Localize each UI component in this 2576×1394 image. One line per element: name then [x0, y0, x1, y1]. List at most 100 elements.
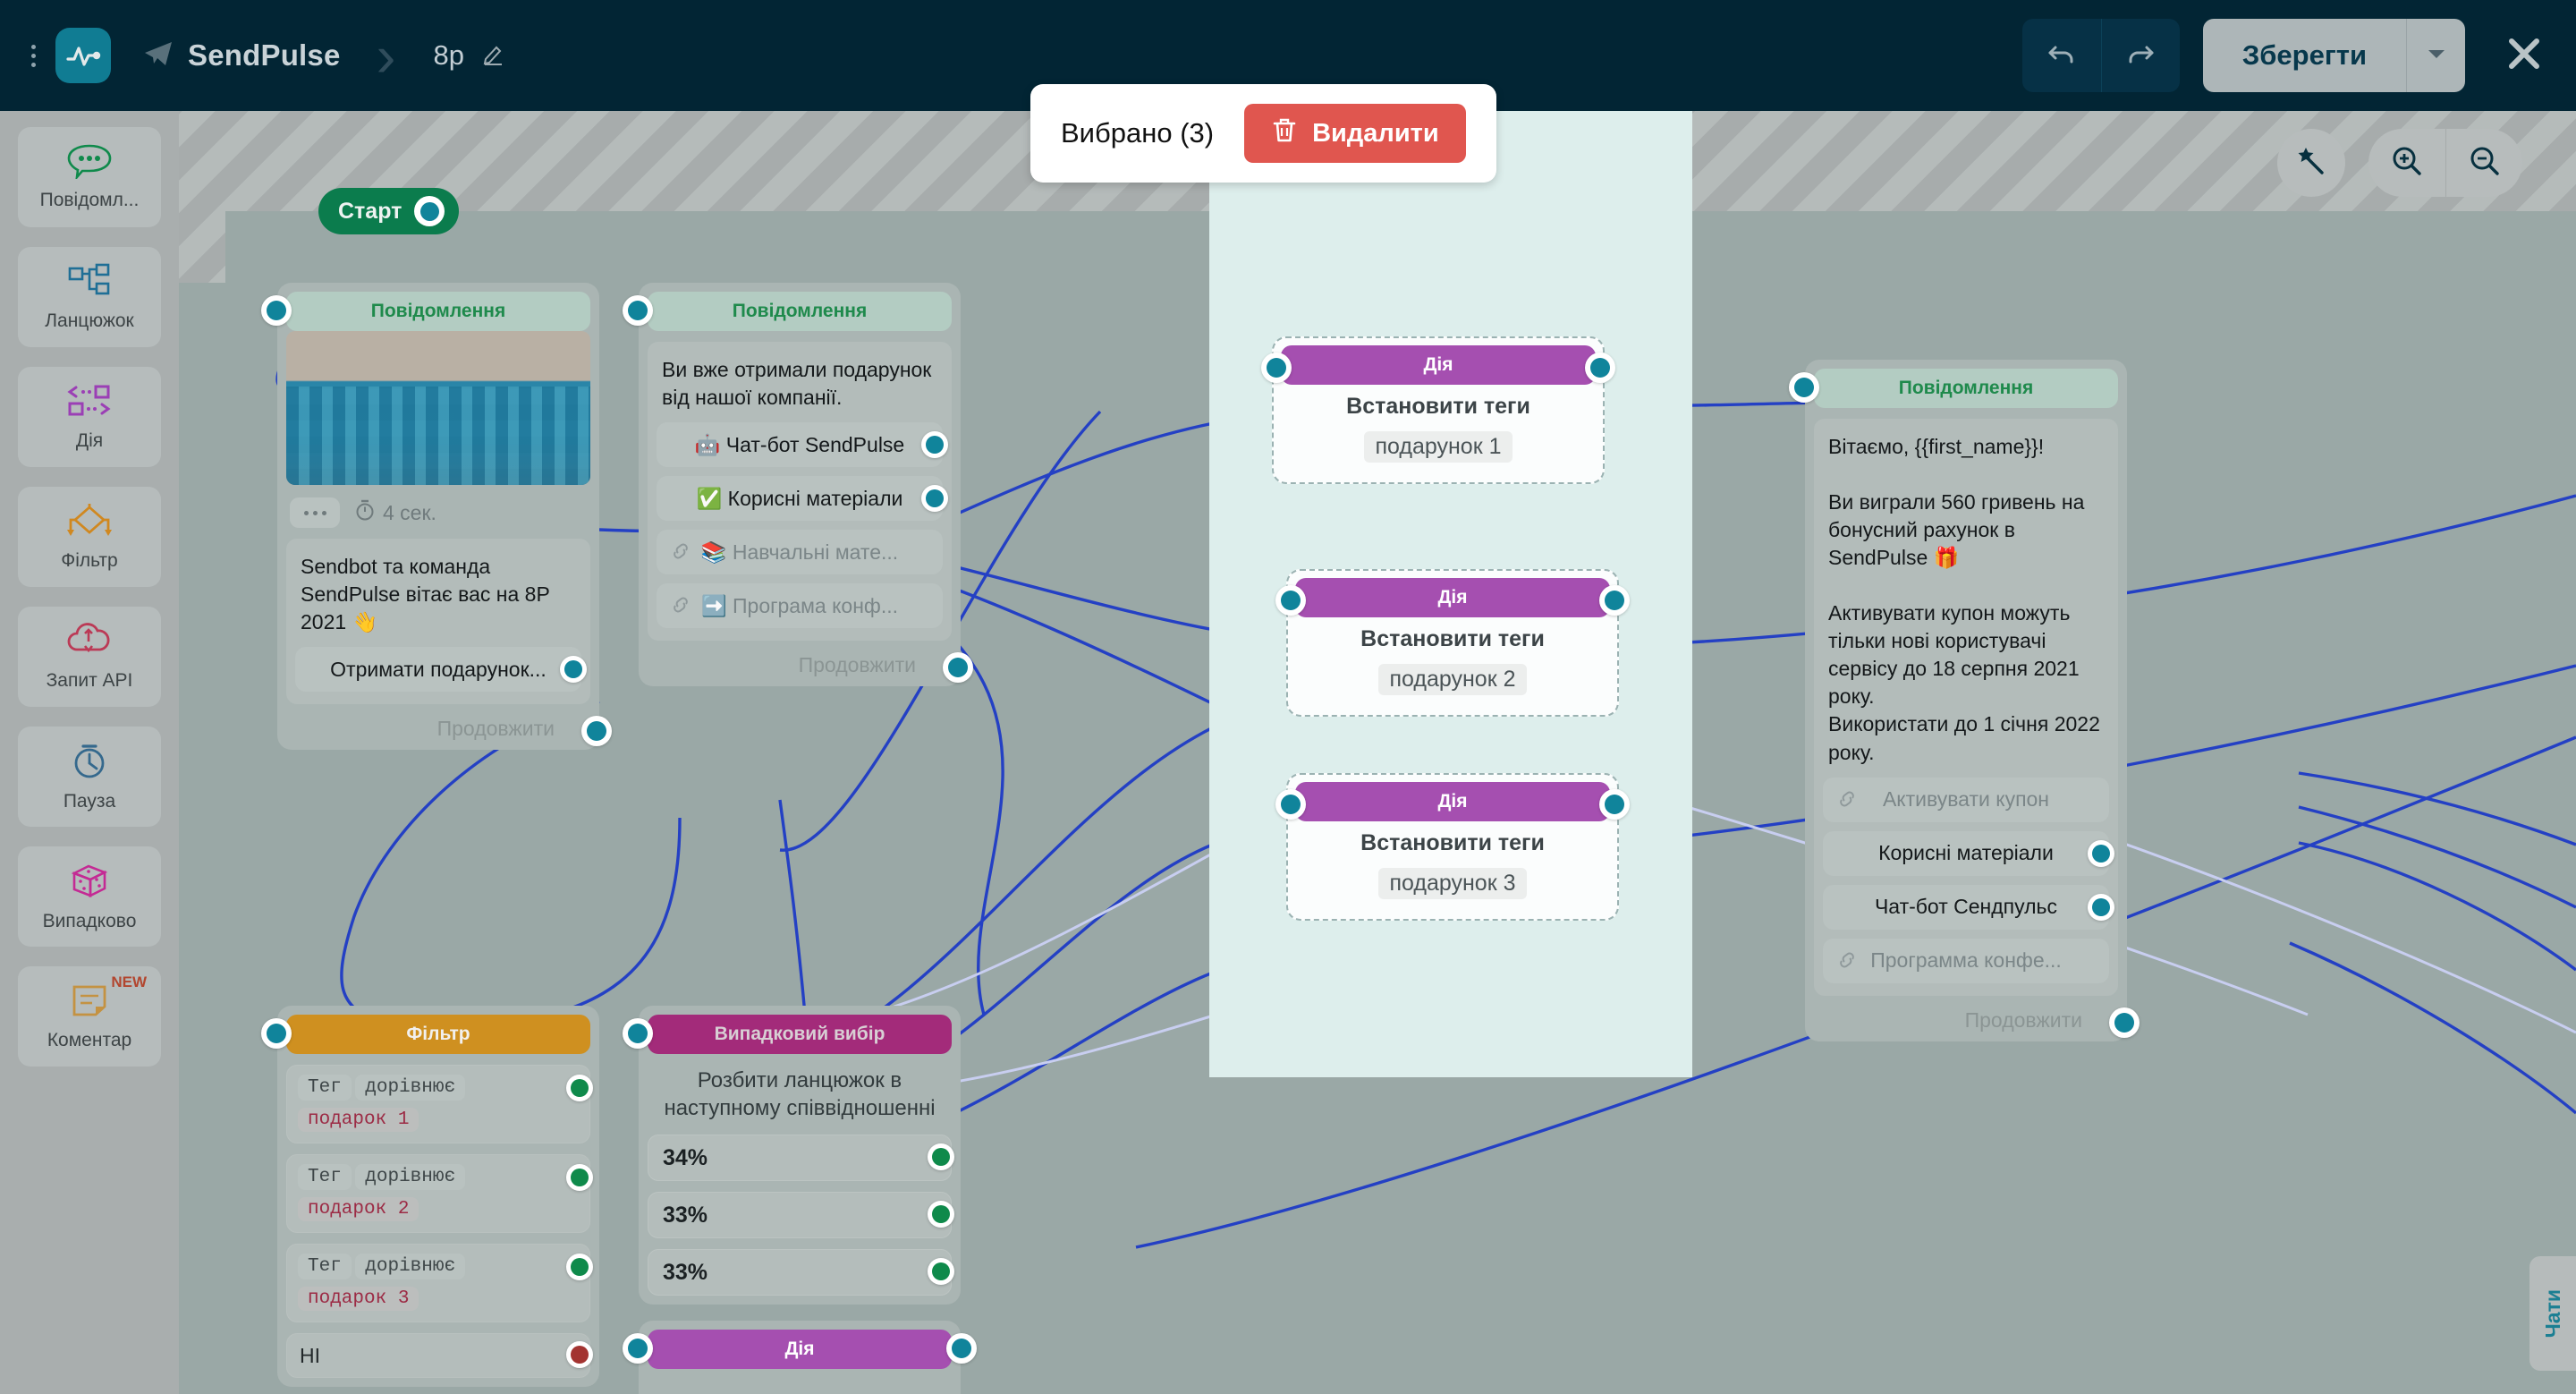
- sendpulse-team-photo: [286, 331, 590, 485]
- node-input-port[interactable]: [623, 295, 653, 326]
- button-output-port[interactable]: [921, 431, 948, 459]
- zoom-in-button[interactable]: [2368, 129, 2445, 197]
- brand-label: SendPulse: [188, 38, 341, 72]
- node-random-split[interactable]: Випадковий вибір Розбити ланцюжок в наст…: [623, 1006, 961, 1305]
- sidebar-item-random[interactable]: Випадково: [18, 846, 161, 947]
- branch-output-port[interactable]: [928, 1258, 954, 1286]
- node-input-port[interactable]: [623, 1333, 653, 1364]
- node-input-port[interactable]: [1789, 372, 1819, 403]
- message-button[interactable]: ✅ Корисні матеріали: [657, 476, 948, 522]
- node-output-port[interactable]: [946, 1333, 977, 1364]
- zoom-out-button[interactable]: [2445, 129, 2522, 197]
- undo-button[interactable]: [2021, 19, 2101, 92]
- link-icon: [669, 540, 692, 567]
- node-input-port[interactable]: [1275, 789, 1306, 820]
- button-output-port[interactable]: [560, 656, 587, 684]
- chats-tab[interactable]: Чати: [2529, 1256, 2576, 1371]
- save-button-group: Зберегти: [2202, 19, 2465, 92]
- random-branch[interactable]: 33%: [648, 1249, 954, 1296]
- node-action-gift-1[interactable]: Дія Встановити теги подарунок 1: [1261, 336, 1615, 484]
- button-output-port[interactable]: [2088, 839, 2114, 867]
- message-button[interactable]: 📚 Навчальні мате...: [657, 530, 943, 575]
- sidebar-item-label: Дія: [75, 430, 104, 451]
- filter-row[interactable]: Тег дорівнює подарок 2: [286, 1154, 593, 1233]
- sendpulse-pulse-logo[interactable]: [55, 28, 111, 83]
- action-title: Встановити теги: [1346, 394, 1530, 419]
- ellipsis-icon[interactable]: [290, 497, 340, 528]
- message-button[interactable]: Отримати подарунок...: [295, 647, 587, 693]
- save-dropdown-button[interactable]: [2406, 19, 2465, 92]
- filter-else-row[interactable]: НІ: [286, 1333, 593, 1378]
- button-output-port[interactable]: [921, 485, 948, 513]
- brand-breadcrumb[interactable]: SendPulse: [143, 38, 341, 72]
- branch-output-port[interactable]: [928, 1143, 954, 1171]
- node-message-already[interactable]: Повідомлення Ви вже отримали подарунок в…: [623, 283, 973, 687]
- filter-output-port[interactable]: [566, 1254, 593, 1280]
- node-filter-tags[interactable]: Фільтр Тег дорівнює подарок 1 Тег дорівн…: [261, 1006, 599, 1387]
- node-continue-port[interactable]: [2109, 1007, 2140, 1038]
- filter-field: Тег: [298, 1075, 352, 1101]
- redo-button[interactable]: [2100, 19, 2180, 92]
- node-message-welcome[interactable]: Повідомлення 4 сек. Sendbot: [261, 283, 612, 751]
- delete-button[interactable]: Видалити: [1244, 104, 1466, 163]
- autolayout-button[interactable]: [2277, 129, 2345, 197]
- node-input-port[interactable]: [623, 1018, 653, 1049]
- message-button[interactable]: ➡️ Програма конф...: [657, 583, 943, 629]
- message-button[interactable]: Активувати купон: [1823, 777, 2109, 822]
- start-node[interactable]: Старт: [318, 188, 460, 234]
- stopwatch-icon: [68, 741, 111, 785]
- random-branch[interactable]: 34%: [648, 1135, 954, 1182]
- filter-else-port[interactable]: [566, 1341, 593, 1368]
- flow-canvas[interactable]: Старт Повідомлення 4 сек.: [179, 111, 2576, 1394]
- link-icon: [669, 594, 692, 621]
- message-button[interactable]: 🤖 Чат-бот SendPulse: [657, 422, 948, 468]
- branch-output-port[interactable]: [928, 1201, 954, 1228]
- message-button[interactable]: Корисні матеріали: [1823, 830, 2114, 876]
- filter-output-port[interactable]: [566, 1164, 593, 1191]
- canvas-tools: [2277, 129, 2522, 197]
- sidebar-item-label: Фільтр: [61, 550, 118, 571]
- filter-field: Тег: [298, 1164, 352, 1190]
- link-icon: [1835, 788, 1859, 815]
- random-branch[interactable]: 33%: [648, 1192, 954, 1239]
- action-tag: подарунок 3: [1378, 868, 1527, 899]
- node-action-tags-bottom[interactable]: Дія Встановити теги 8p укр: [623, 1321, 977, 1394]
- node-input-port[interactable]: [1261, 353, 1292, 383]
- node-continue-port[interactable]: [581, 716, 612, 747]
- sidebar-item-action[interactable]: Дія: [18, 367, 161, 467]
- filter-output-port[interactable]: [566, 1075, 593, 1101]
- node-continue-port[interactable]: [943, 652, 973, 684]
- start-output-port[interactable]: [414, 196, 445, 226]
- sidebar-item-filter[interactable]: Фільтр: [18, 487, 161, 587]
- filter-diamond-icon: [65, 502, 114, 544]
- node-output-port[interactable]: [1585, 353, 1615, 383]
- node-input-port[interactable]: [261, 295, 292, 326]
- sidebar-item-pause[interactable]: Пауза: [18, 727, 161, 827]
- message-button-label: Отримати подарунок...: [330, 657, 547, 681]
- save-button[interactable]: Зберегти: [2241, 39, 2367, 71]
- node-action-gift-2[interactable]: Дія Встановити теги подарунок 2: [1275, 569, 1630, 717]
- sidebar-item-api[interactable]: Запит API: [18, 607, 161, 707]
- node-output-port[interactable]: [1599, 789, 1630, 820]
- message-button[interactable]: Чат-бот Сендпульс: [1823, 884, 2114, 930]
- message-meta: 4 сек.: [286, 497, 590, 528]
- zoom-in-icon: [2390, 144, 2424, 183]
- kebab-menu-icon[interactable]: [23, 44, 43, 67]
- sidebar-item-message[interactable]: Повідомл...: [18, 127, 161, 227]
- node-output-port[interactable]: [1599, 585, 1630, 616]
- filter-row[interactable]: Тег дорівнює подарок 1: [286, 1065, 593, 1143]
- node-input-port[interactable]: [1275, 585, 1306, 616]
- api-cloud-icon: [64, 622, 114, 664]
- filter-row[interactable]: Тег дорівнює подарок 3: [286, 1244, 593, 1322]
- filter-value: подарок 3: [298, 1287, 419, 1311]
- close-button[interactable]: [2496, 27, 2553, 84]
- sidebar-item-comment[interactable]: NEW Коментар: [18, 966, 161, 1067]
- message-button[interactable]: Программа конфе...: [1823, 938, 2109, 983]
- node-input-port[interactable]: [261, 1018, 292, 1049]
- node-message-win[interactable]: Повідомлення Вітаємо, {{first_name}}! Ви…: [1789, 360, 2140, 1041]
- pencil-icon[interactable]: [480, 41, 505, 71]
- sidebar-item-flow[interactable]: Ланцюжок: [18, 247, 161, 347]
- node-action-gift-3[interactable]: Дія Встановити теги подарунок 3: [1275, 773, 1630, 921]
- button-output-port[interactable]: [2088, 893, 2114, 921]
- message-bubble: Sendbot та команда SendPulse вітає вас н…: [286, 539, 590, 705]
